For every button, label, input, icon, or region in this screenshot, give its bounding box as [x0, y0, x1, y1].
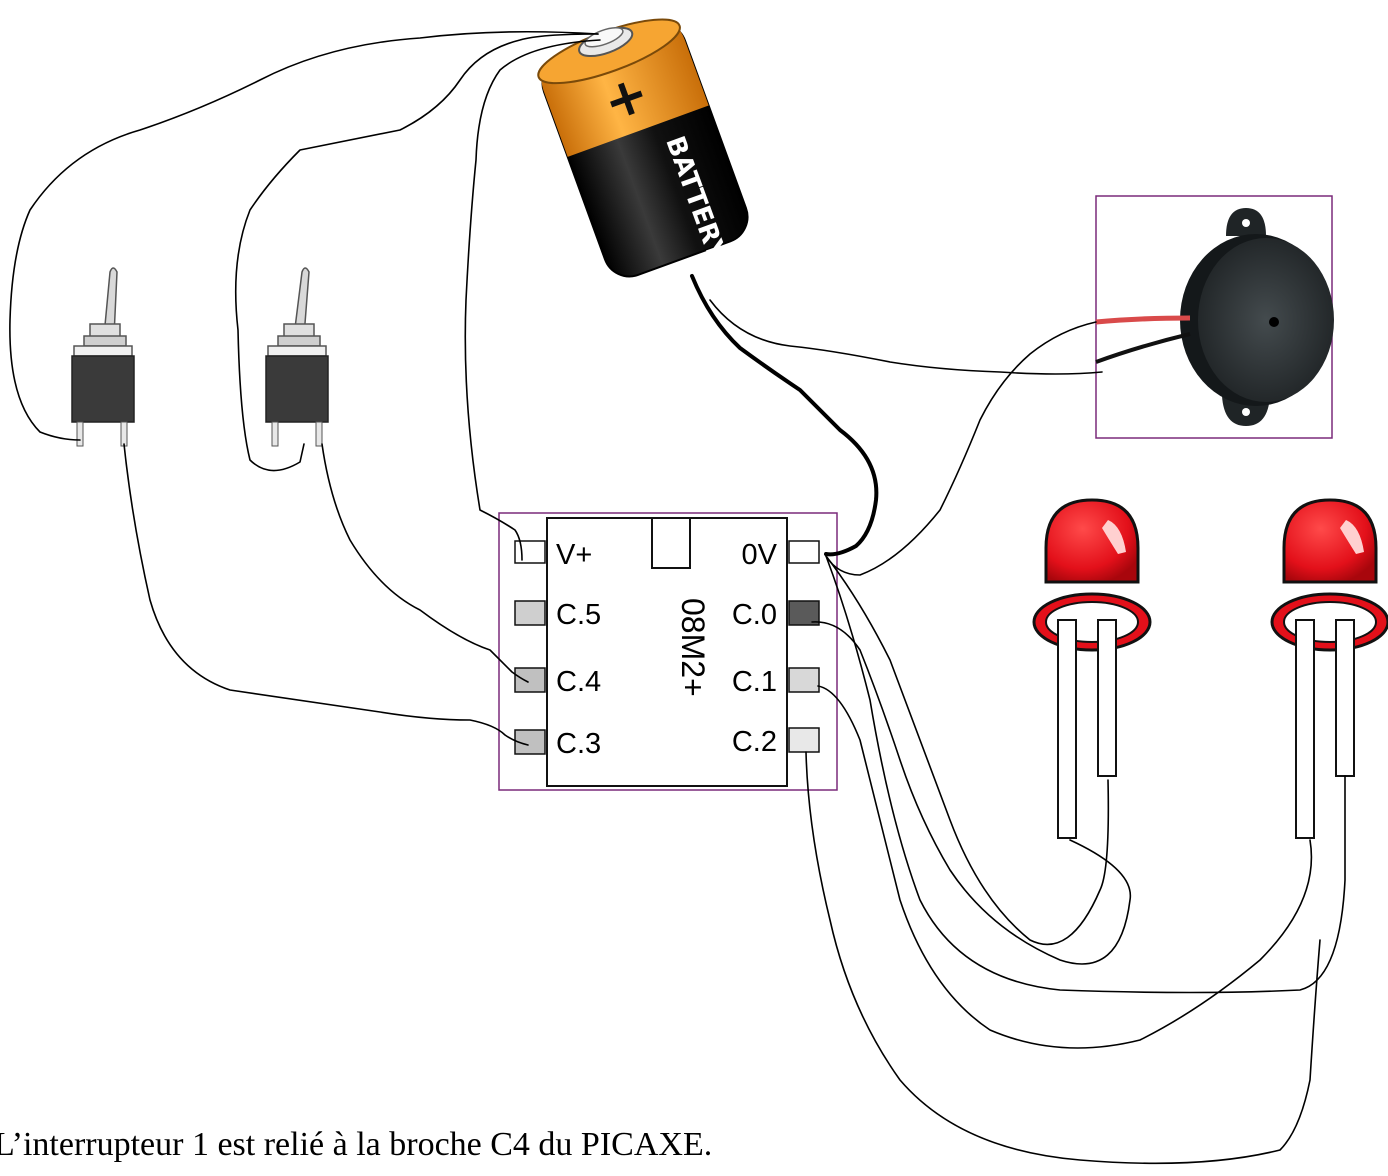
- pin-pad-c0: [788, 600, 820, 626]
- pin-label-c3: C.3: [556, 728, 601, 760]
- pin-pad-v-plus: [514, 540, 546, 564]
- toggle-switch-1: [71, 267, 135, 447]
- pin-label-0v: 0V: [742, 539, 778, 571]
- chip-model-label: 08M2+: [675, 598, 711, 697]
- pin-pad-0v: [788, 540, 820, 564]
- pin-label-v-plus: V+: [556, 539, 592, 571]
- battery: + BATTERY: [537, 18, 749, 278]
- pin-label-c1: C.1: [732, 666, 777, 698]
- pin-pad-c1: [788, 667, 820, 693]
- pin-pad-c2: [788, 727, 820, 753]
- picaxe-chip: V+ C.5 C.4 C.3 0V C.0 C.1 C.2 08M2+: [498, 512, 838, 791]
- buzzer: [1095, 195, 1334, 439]
- pin-pad-c3: [514, 729, 546, 755]
- toggle-switch-2: [265, 267, 329, 447]
- wires: [9, 30, 1346, 1165]
- red-led-2: [1270, 498, 1388, 839]
- pin-label-c5: C.5: [556, 599, 601, 631]
- pin-pad-c5: [514, 600, 546, 626]
- pin-pad-c4: [514, 667, 546, 693]
- red-led-1: [1032, 498, 1152, 839]
- pin-label-c4: C.4: [556, 666, 601, 698]
- caption-text: L’interrupteur 1 est relié à la broche C…: [0, 1126, 713, 1163]
- pin-label-c2: C.2: [732, 726, 777, 758]
- pin-label-c0: C.0: [732, 599, 777, 631]
